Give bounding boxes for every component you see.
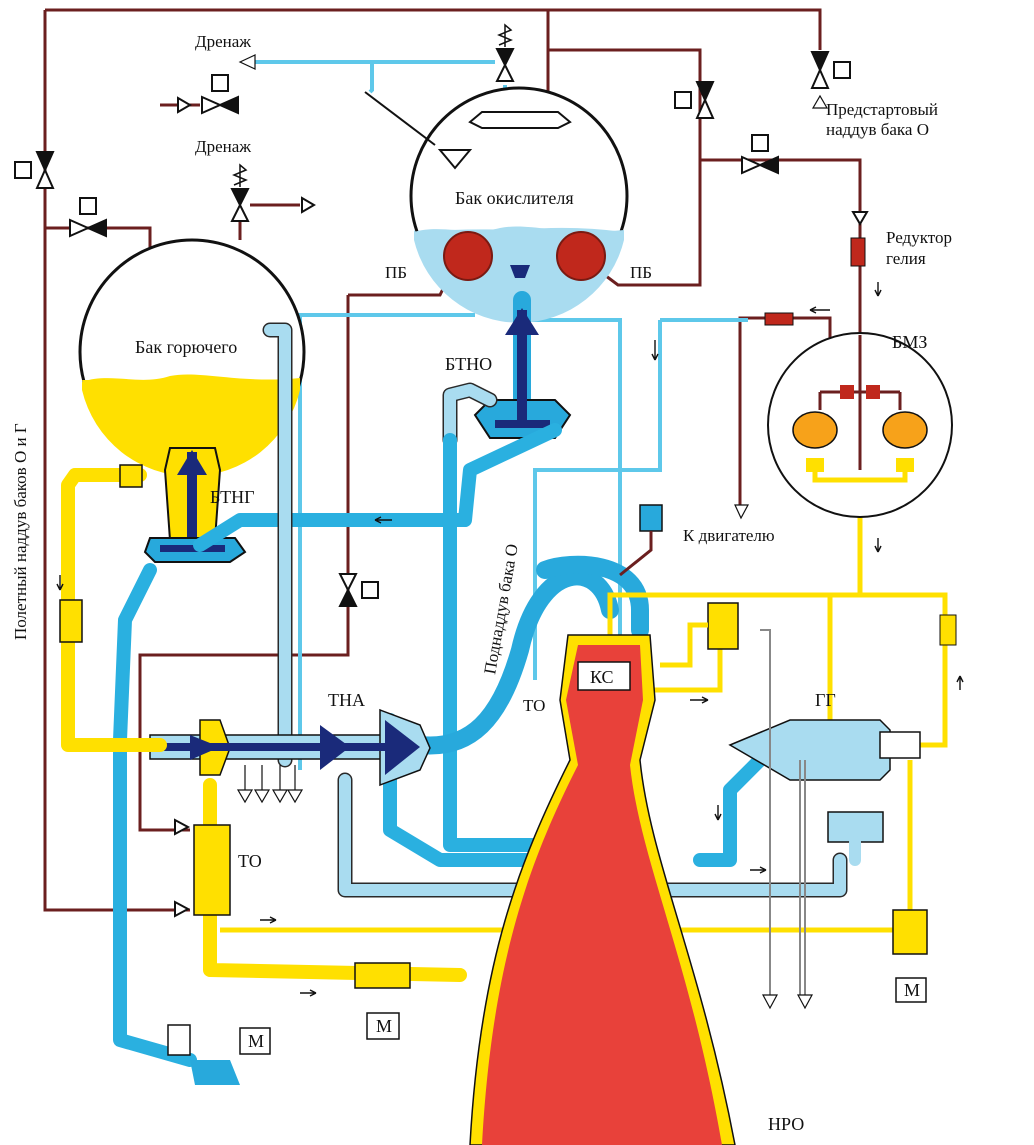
valve-fuel-drain	[69, 197, 107, 238]
flow-arrows	[56, 282, 964, 997]
drain-top-label: Дренаж	[195, 32, 251, 51]
reducer-label-1: Редуктор	[886, 228, 952, 247]
pb-left-label: ПБ	[385, 263, 407, 282]
motors: М М М	[167, 977, 927, 1085]
ks-label: КС	[590, 667, 614, 687]
drain-outlets	[734, 504, 814, 1010]
prestart-label-2: наддув бака О	[826, 120, 929, 139]
nro-label: НРО	[768, 1114, 804, 1134]
btng-label: БТНГ	[210, 487, 255, 507]
btng-unit: БТНГ	[143, 447, 255, 563]
tna-label: ТНА	[328, 690, 365, 710]
helium-reducer	[764, 211, 869, 326]
pressurization-lines	[43, 8, 862, 912]
m-right-label: М	[904, 980, 920, 1000]
light-return-lines	[262, 322, 884, 898]
flight-boost-label: Полетный наддув баков О и Г	[11, 423, 30, 640]
fuel-tank-label: Бак горючего	[135, 337, 237, 357]
valve-oxidizer-feed	[674, 81, 715, 119]
valve-ox-boost	[338, 573, 379, 607]
bmz-label: БМЗ	[892, 332, 927, 352]
to-engine-label: К двигателю	[683, 526, 775, 545]
valve-prestart	[810, 51, 851, 89]
valve-flight-boost	[14, 151, 55, 189]
heat-exchanger-left	[174, 818, 231, 918]
valves	[14, 23, 851, 607]
drain-mid-label: Дренаж	[195, 137, 251, 156]
gg-label: ГГ	[815, 690, 836, 710]
valve-safety-fuel	[230, 163, 316, 222]
oxidizer-tank-label: Бак окислителя	[455, 188, 574, 208]
btno-label: БТНО	[445, 354, 492, 374]
prestart-label-1: Предстартовый	[826, 100, 938, 119]
pb-right-label: ПБ	[630, 263, 652, 282]
to-center-label: ТО	[523, 696, 545, 715]
oxidizer-tank: Бак окислителя	[409, 86, 629, 323]
valve-drain-left	[160, 74, 239, 115]
valve-helium	[741, 134, 779, 175]
valve-safety-top	[495, 23, 515, 82]
tna-unit: ТНА	[149, 690, 431, 804]
m-center-label: М	[376, 1016, 392, 1036]
m-bottom-left-label: М	[248, 1031, 264, 1051]
combustion-chamber: КС НРО	[469, 634, 804, 1145]
reducer-label-2: гелия	[886, 249, 926, 268]
bmz-unit: БМЗ	[767, 332, 953, 518]
labels: Дренаж Дренаж Предстартовый наддув бака …	[11, 32, 952, 871]
fuel-tank: Бак горючего	[78, 238, 306, 477]
to-left-label: ТО	[238, 851, 262, 871]
